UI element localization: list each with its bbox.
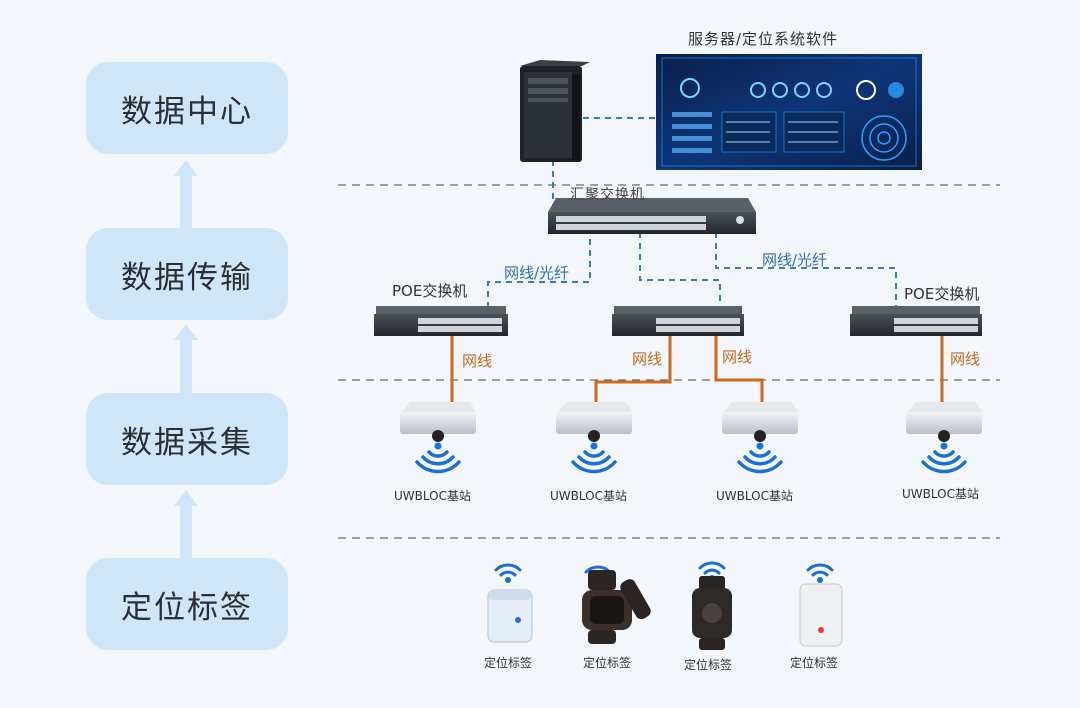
core-switch-icon xyxy=(548,198,756,234)
wifi-signal-icon xyxy=(737,442,783,474)
cable-mid-left-label: 网线 xyxy=(632,350,663,368)
wifi-signal-icon xyxy=(415,442,461,474)
layer-data-center: 数据中心 xyxy=(86,62,288,154)
layer-data-transmission: 数据传输 xyxy=(86,228,288,320)
watch-icon xyxy=(582,570,651,644)
network-switch-icon xyxy=(612,306,744,336)
base-station-label: UWBLOC基站 xyxy=(902,487,979,501)
tag-label: 定位标签 xyxy=(684,658,733,672)
dashboard-screen-icon xyxy=(656,54,922,170)
core-to-poe-left-link xyxy=(487,228,591,316)
wifi-signal-icon xyxy=(571,442,617,474)
cable-mid-right xyxy=(714,334,764,402)
tower-server-icon xyxy=(520,60,590,162)
layer-data-center-label: 数据中心 xyxy=(121,93,253,130)
uplink-right-label: 网线/光纤 xyxy=(762,251,828,269)
orange-cables xyxy=(450,334,944,402)
watch-icon xyxy=(692,576,732,650)
base-station-icon xyxy=(400,402,476,442)
layer-data-collection-label: 数据采集 xyxy=(121,424,253,461)
base-station-icon xyxy=(722,402,798,442)
layer-positioning-tag-label: 定位标签 xyxy=(121,589,253,626)
tag-box-icon xyxy=(487,589,533,643)
cable-left-label: 网线 xyxy=(462,352,493,370)
cable-right-label: 网线 xyxy=(950,350,981,368)
tag-label: 定位标签 xyxy=(790,656,839,670)
wifi-signal-icon xyxy=(806,563,834,583)
server-software-title: 服务器/定位系统软件 xyxy=(688,30,839,48)
wifi-signal-icon xyxy=(921,442,967,474)
cable-mid-right-label: 网线 xyxy=(722,348,753,366)
poe-switch-right-label: POE交换机 xyxy=(904,285,980,303)
base-station-icon xyxy=(906,402,982,442)
base-station-label: UWBLOC基站 xyxy=(550,489,627,503)
layer-positioning-tag: 定位标签 xyxy=(86,558,288,650)
arrow-up-icon xyxy=(174,324,198,393)
core-to-poe-right-link xyxy=(715,232,897,316)
wifi-signal-icon xyxy=(494,563,522,583)
core-switch-label: 汇聚交换机 xyxy=(570,187,645,203)
arrow-up-icon xyxy=(174,160,198,228)
arrow-up-icon xyxy=(174,490,198,558)
base-station-icon xyxy=(556,402,632,442)
layer-data-transmission-label: 数据传输 xyxy=(121,259,253,296)
uplink-left-label: 网线/光纤 xyxy=(504,264,570,282)
blue-links xyxy=(487,117,897,318)
tag-label: 定位标签 xyxy=(484,656,533,670)
network-switch-icon xyxy=(374,306,508,336)
network-switch-icon xyxy=(850,306,982,336)
layer-data-collection: 数据采集 xyxy=(86,393,288,485)
tag-label: 定位标签 xyxy=(583,656,632,670)
core-to-poe-mid-link xyxy=(639,232,721,318)
cable-mid-left xyxy=(594,334,672,402)
poe-switch-left-label: POE交换机 xyxy=(392,282,468,300)
base-station-label: UWBLOC基站 xyxy=(716,489,793,503)
separators xyxy=(338,184,1000,539)
base-station-label: UWBLOC基站 xyxy=(394,489,471,503)
tag-box-icon xyxy=(799,583,843,647)
layer-arrows xyxy=(174,160,198,558)
